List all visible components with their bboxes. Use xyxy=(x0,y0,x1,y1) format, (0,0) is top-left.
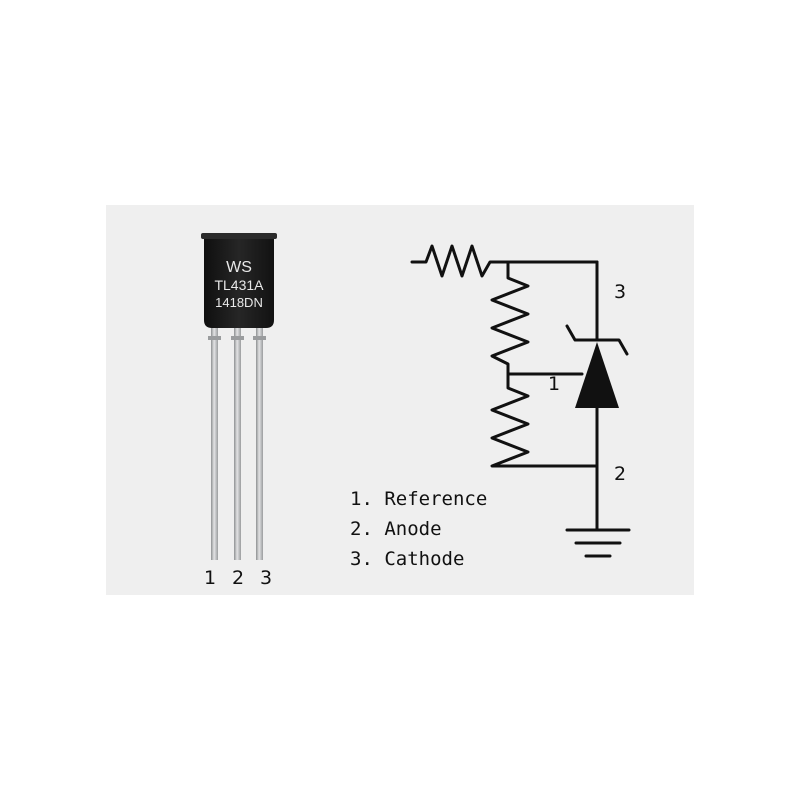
legend-item-cathode: 3. Cathode xyxy=(350,548,464,570)
schematic-label-cathode: 3 xyxy=(614,281,626,303)
upper-divider-resistor xyxy=(490,260,530,376)
component-body xyxy=(204,236,274,328)
photo-pin-number-3: 3 xyxy=(260,567,272,589)
lower-divider-resistor xyxy=(490,372,530,468)
component-leads xyxy=(208,320,266,560)
to92-package: WS TL431A 1418DN xyxy=(201,233,277,560)
schematic-label-reference: 1 xyxy=(548,373,560,395)
series-resistor xyxy=(410,244,510,278)
lead-1 xyxy=(211,320,218,560)
schematic xyxy=(410,244,631,558)
pin-legend: 1. Reference 2. Anode 3. Cathode xyxy=(350,488,487,570)
photo-pin-number-2: 2 xyxy=(232,567,244,589)
schematic-label-anode: 2 xyxy=(614,463,626,485)
marking-line-2: TL431A xyxy=(214,277,264,293)
shunt-regulator-triangle xyxy=(575,342,619,408)
lead-3 xyxy=(256,320,263,560)
lead-2 xyxy=(234,320,241,560)
legend-item-anode: 2. Anode xyxy=(350,518,442,540)
marking-line-3: 1418DN xyxy=(215,295,263,310)
shunt-regulator-bar xyxy=(565,324,629,356)
legend-item-reference: 1. Reference xyxy=(350,488,487,510)
photo-pin-number-1: 1 xyxy=(204,567,216,589)
marking-line-1: WS xyxy=(226,259,252,276)
